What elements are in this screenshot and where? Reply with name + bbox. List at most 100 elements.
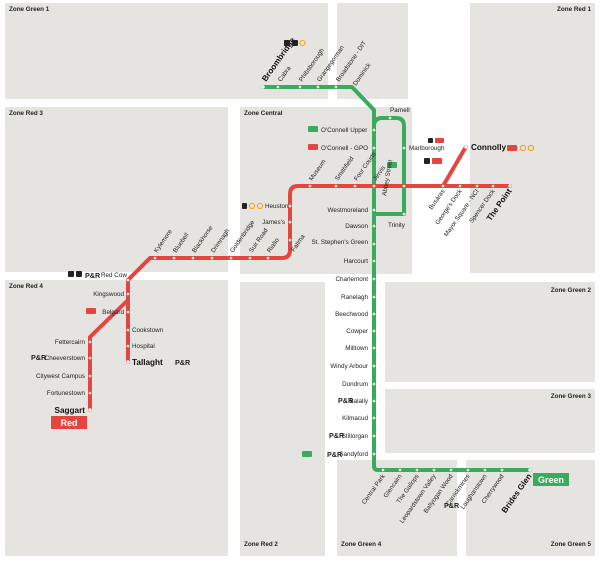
stop-sandyford[interactable]	[372, 452, 376, 456]
stop-laughanstown[interactable]	[483, 468, 487, 472]
rail-badge-sandyford	[302, 451, 312, 457]
stop-marlborough[interactable]	[402, 146, 406, 150]
stop-cherrywood[interactable]	[500, 468, 504, 472]
stop-abbey-street[interactable]	[402, 184, 406, 188]
stop-red-cow[interactable]	[126, 278, 130, 282]
stop-connolly[interactable]	[464, 145, 468, 149]
stop-oconnell-gpo[interactable]	[372, 146, 376, 150]
stop-spencer-dock[interactable]	[491, 184, 495, 188]
stop-beechwood[interactable]	[372, 312, 376, 316]
stop-georges-dock[interactable]	[458, 184, 462, 188]
stop-fatima[interactable]	[288, 238, 292, 242]
stop-trinity[interactable]	[402, 212, 406, 216]
stop-rialto[interactable]	[266, 256, 270, 260]
stop-stillorgan[interactable]	[372, 434, 376, 438]
park-ride-icon: P&R	[175, 358, 191, 367]
stop-grangegorman[interactable]	[316, 85, 320, 89]
zone-green1-east-area	[337, 3, 408, 99]
bus-icon	[424, 158, 430, 164]
stop-kylemore[interactable]	[153, 256, 157, 260]
stop-westmoreland[interactable]	[372, 208, 376, 212]
stop-carrickmines[interactable]	[466, 468, 470, 472]
stop-leopardstown-valley[interactable]	[432, 468, 436, 472]
zone-labels: Zone Green 1 Zone Red 1 Zone Red 3 Zone …	[9, 6, 591, 548]
stop-fettercairn[interactable]	[88, 340, 92, 344]
zone-green5-area	[466, 460, 595, 556]
green-south-labels: Westmoreland Dawson St. Stephen's Green …	[302, 207, 369, 459]
rail-badge-abbey	[387, 162, 397, 168]
stop-the-point[interactable]	[508, 184, 512, 188]
park-ride-icon: P&R	[31, 353, 47, 362]
stop-cookstown[interactable]	[126, 328, 130, 332]
stop-suir-road[interactable]	[248, 256, 252, 260]
label-connolly: Connolly	[471, 143, 506, 152]
stop-four-courts[interactable]	[353, 184, 357, 188]
stop-cheeverstown[interactable]	[88, 356, 92, 360]
label-fortunestown: Fortunestown	[47, 390, 86, 397]
stop-broadstone[interactable]	[334, 85, 338, 89]
stop-dundrum[interactable]	[372, 382, 376, 386]
zone-label-central: Zone Central	[244, 110, 283, 117]
stop-broombridge[interactable]	[261, 85, 265, 89]
stop-saggart[interactable]	[88, 408, 92, 412]
stop-dawson[interactable]	[372, 224, 376, 228]
stop-oconnell-upper[interactable]	[372, 128, 376, 132]
stop-goldenbridge[interactable]	[229, 256, 233, 260]
zone-red3-area	[5, 107, 228, 272]
label-westmoreland: Westmoreland	[328, 207, 369, 214]
stop-windy-arbour[interactable]	[372, 364, 376, 368]
rail-badge-belgard	[86, 308, 96, 314]
connolly-group: Connolly	[424, 143, 535, 164]
stop-belgard[interactable]	[126, 310, 130, 314]
stop-phibsborough[interactable]	[298, 85, 302, 89]
stop-museum[interactable]	[308, 184, 312, 188]
stop-charlemont[interactable]	[372, 277, 376, 281]
stop-citywest[interactable]	[88, 374, 92, 378]
stop-smithfield[interactable]	[334, 184, 338, 188]
label-red-cow: Red Cow	[101, 272, 127, 279]
park-ride-icon: P&R	[444, 501, 460, 510]
stop-hospital[interactable]	[126, 344, 130, 348]
zone-label-red4: Zone Red 4	[9, 283, 43, 290]
stop-kilmacud[interactable]	[372, 416, 376, 420]
stop-central-park[interactable]	[381, 468, 385, 472]
stop-busaras[interactable]	[441, 184, 445, 188]
stop-glencairn[interactable]	[398, 468, 402, 472]
label-oconnell-gpo: O'Connell - GPO	[321, 145, 368, 152]
stop-brides-glen[interactable]	[528, 468, 532, 472]
stop-fortunestown[interactable]	[88, 391, 92, 395]
stop-ballyogan-wood[interactable]	[449, 468, 453, 472]
stop-bluebell[interactable]	[172, 256, 176, 260]
stop-mayor-square[interactable]	[475, 184, 479, 188]
stop-tallaght[interactable]	[126, 360, 130, 364]
label-balally: Balally	[349, 398, 368, 405]
label-milltown: Milltown	[345, 345, 368, 352]
label-saggart: Saggart	[55, 406, 86, 415]
zone-label-green4: Zone Green 4	[341, 541, 382, 548]
stop-ranelagh[interactable]	[372, 295, 376, 299]
stop-cowper[interactable]	[372, 329, 376, 333]
stop-heuston[interactable]	[288, 204, 292, 208]
stop-blackhorse[interactable]	[191, 256, 195, 260]
red-line-saggart-branch	[88, 298, 130, 412]
park-ride-icon: P&R	[327, 450, 343, 459]
stop-balally[interactable]	[372, 399, 376, 403]
stop-parnell[interactable]	[388, 116, 392, 120]
stop-drimnagh[interactable]	[210, 256, 214, 260]
stop-the-gallops[interactable]	[415, 468, 419, 472]
stop-james[interactable]	[288, 220, 292, 224]
broombridge-icons	[284, 39, 306, 47]
green-line-city-loop	[372, 116, 406, 216]
stop-milltown[interactable]	[372, 346, 376, 350]
stop-ststephens[interactable]	[372, 242, 376, 246]
bike-icon	[527, 144, 535, 152]
stop-jervis[interactable]	[372, 184, 376, 188]
rail-icon	[292, 40, 298, 46]
stop-cabra[interactable]	[276, 85, 280, 89]
park-ride-icon: P&R	[329, 431, 345, 440]
stop-harcourt[interactable]	[372, 259, 376, 263]
label-cowper: Cowper	[346, 328, 368, 335]
stop-kingswood[interactable]	[126, 292, 130, 296]
red-stops	[88, 145, 512, 412]
label-oconnell-upper: O'Connell Upper	[321, 127, 367, 134]
